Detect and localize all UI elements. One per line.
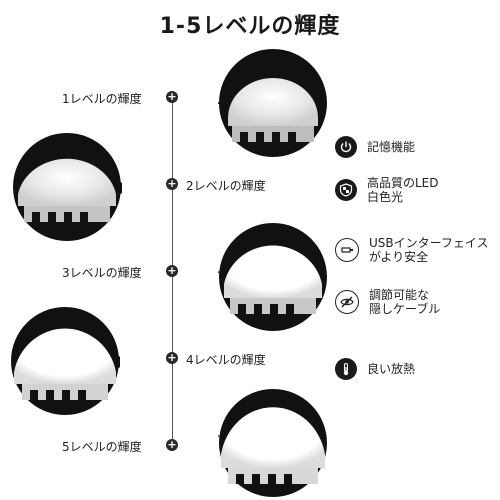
level-label-3: 3レベルの輝度: [62, 266, 142, 280]
hidden-eye-icon: [335, 290, 359, 314]
usb-icon: [335, 238, 359, 262]
feature-text: 白色光: [367, 190, 404, 204]
feature-memory: 記憶機能: [335, 136, 415, 158]
page-title: 1-5レベルの輝度: [159, 14, 341, 39]
feature-text: 高品質のLED: [367, 176, 439, 190]
feature-text: USBインターフェイス: [369, 236, 489, 250]
bulb-level-5: [218, 389, 327, 497]
bulb-level-1: [218, 49, 327, 157]
feature-text: 良い放熱: [367, 362, 416, 376]
plus-icon: +: [166, 177, 178, 190]
bulb-level-4: [11, 307, 120, 415]
level-label-2: 2レベルの輝度: [186, 179, 266, 193]
power-icon: [335, 136, 357, 158]
led-icon: [335, 179, 357, 201]
feature-heat: 良い放熱: [335, 358, 415, 380]
level-label-1: 1レベルの輝度: [62, 92, 142, 106]
plus-icon: +: [166, 351, 178, 364]
plus-icon: +: [166, 438, 178, 451]
plus-icon: +: [166, 90, 178, 103]
feature-text: 隠しケーブル: [369, 302, 441, 316]
level-label-4: 4レベルの輝度: [186, 353, 266, 367]
feature-text: 調節可能な: [369, 288, 430, 302]
level-label-5: 5レベルの輝度: [62, 440, 142, 454]
bulb-level-3: [218, 223, 327, 331]
bulb-level-2: [13, 133, 122, 241]
feature-text: 記憶機能: [367, 140, 416, 154]
feature-text: がより安全: [369, 250, 429, 264]
feature-usb: USBインターフェイス がより安全: [335, 236, 489, 264]
feature-cable: 調節可能な 隠しケーブル: [335, 288, 440, 316]
feature-led: 高品質のLED 白色光: [335, 176, 439, 204]
plus-icon: +: [166, 264, 178, 277]
thermometer-icon: [335, 358, 357, 380]
